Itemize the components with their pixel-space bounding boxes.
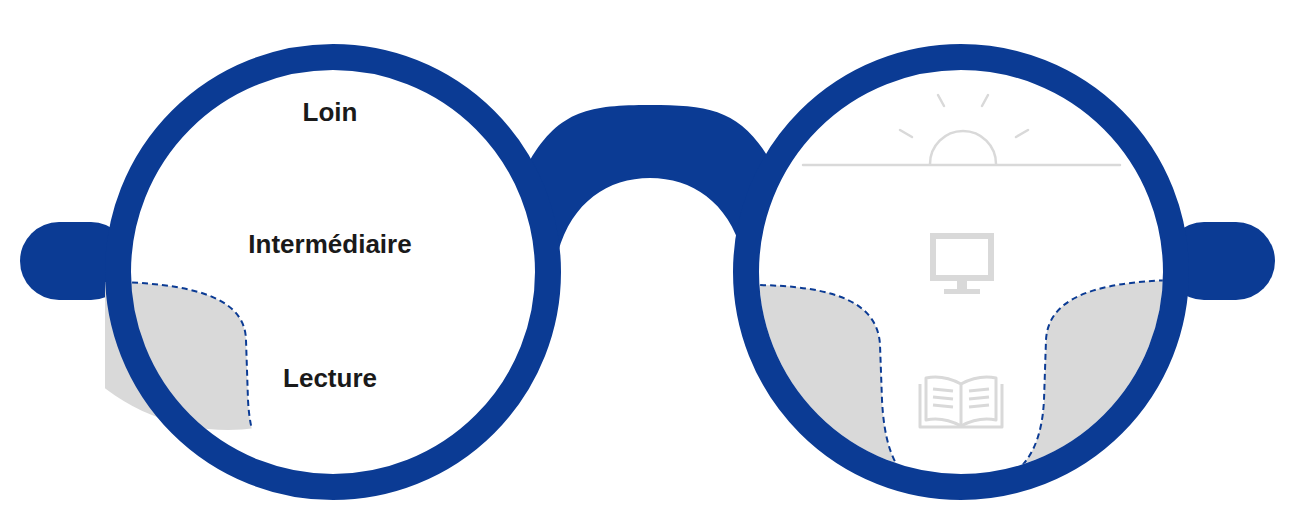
distance-zone-label: Loin (303, 98, 358, 127)
book-icon (920, 377, 1002, 427)
monitor-icon (930, 233, 994, 294)
lens-rim (118, 57, 548, 487)
lens-blur-zones (105, 282, 561, 500)
right-lens-rim (746, 57, 1176, 487)
text-slot: Lecture (283, 364, 377, 393)
distance-zone-label: Lecture (283, 364, 377, 393)
right-lens-blur-zones (740, 280, 1185, 500)
bridge (530, 105, 770, 252)
text-slot: Loin (303, 98, 358, 127)
text-slot: Intermédiaire (248, 230, 411, 259)
sun-icon (803, 95, 1120, 165)
lens-node: LoinIntermédiaireLecture (105, 44, 561, 500)
distance-zone-label: Intermédiaire (248, 230, 411, 259)
